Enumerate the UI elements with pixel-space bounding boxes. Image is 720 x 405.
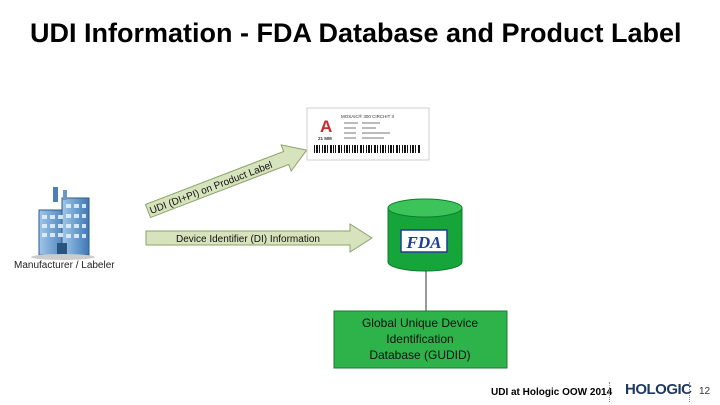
udi-arrow-label: UDI (DI+PI) on Product Label: [148, 160, 274, 217]
hologic-logo: HOLOGIC: [625, 381, 692, 398]
gudid-line-3: Database (GUDID): [369, 348, 470, 362]
fda-logo: [400, 229, 448, 253]
page-number: 12: [699, 386, 711, 397]
footer-divider: [609, 382, 610, 402]
label-fine-print: [344, 122, 390, 139]
slide-title: UDI Information - FDA Database and Produ…: [30, 18, 682, 48]
product-brand-letter: A: [320, 117, 332, 136]
product-name: MOSAIC® 300 CIRCHIT II: [341, 113, 394, 119]
building-icon: [31, 187, 95, 260]
udi-label-arrow: UDI (DI+PI) on Product Label: [144, 144, 308, 219]
gudid-box: Global Unique Device Identification Data…: [333, 310, 508, 369]
product-label-image: A MOSAIC® 300 CIRCHIT II 21 MM: [306, 107, 430, 161]
barcode-icon: [314, 145, 420, 153]
di-information-arrow: Device Identifier (DI) Information: [145, 223, 373, 253]
di-arrow-label: Device Identifier (DI) Information: [176, 234, 320, 245]
footer-text: UDI at Hologic OOW 2014: [491, 387, 613, 398]
manufacturer-label: Manufacturer / Labeler: [14, 260, 115, 271]
gudid-line-1: Global Unique Device: [362, 316, 478, 330]
fda-logo-text: FDA: [406, 233, 442, 252]
product-size: 21 MM: [318, 136, 332, 141]
gudid-line-2: Identification: [386, 332, 453, 346]
footer-divider-right: [689, 382, 690, 402]
fda-database-cylinder: FDA: [387, 198, 463, 272]
